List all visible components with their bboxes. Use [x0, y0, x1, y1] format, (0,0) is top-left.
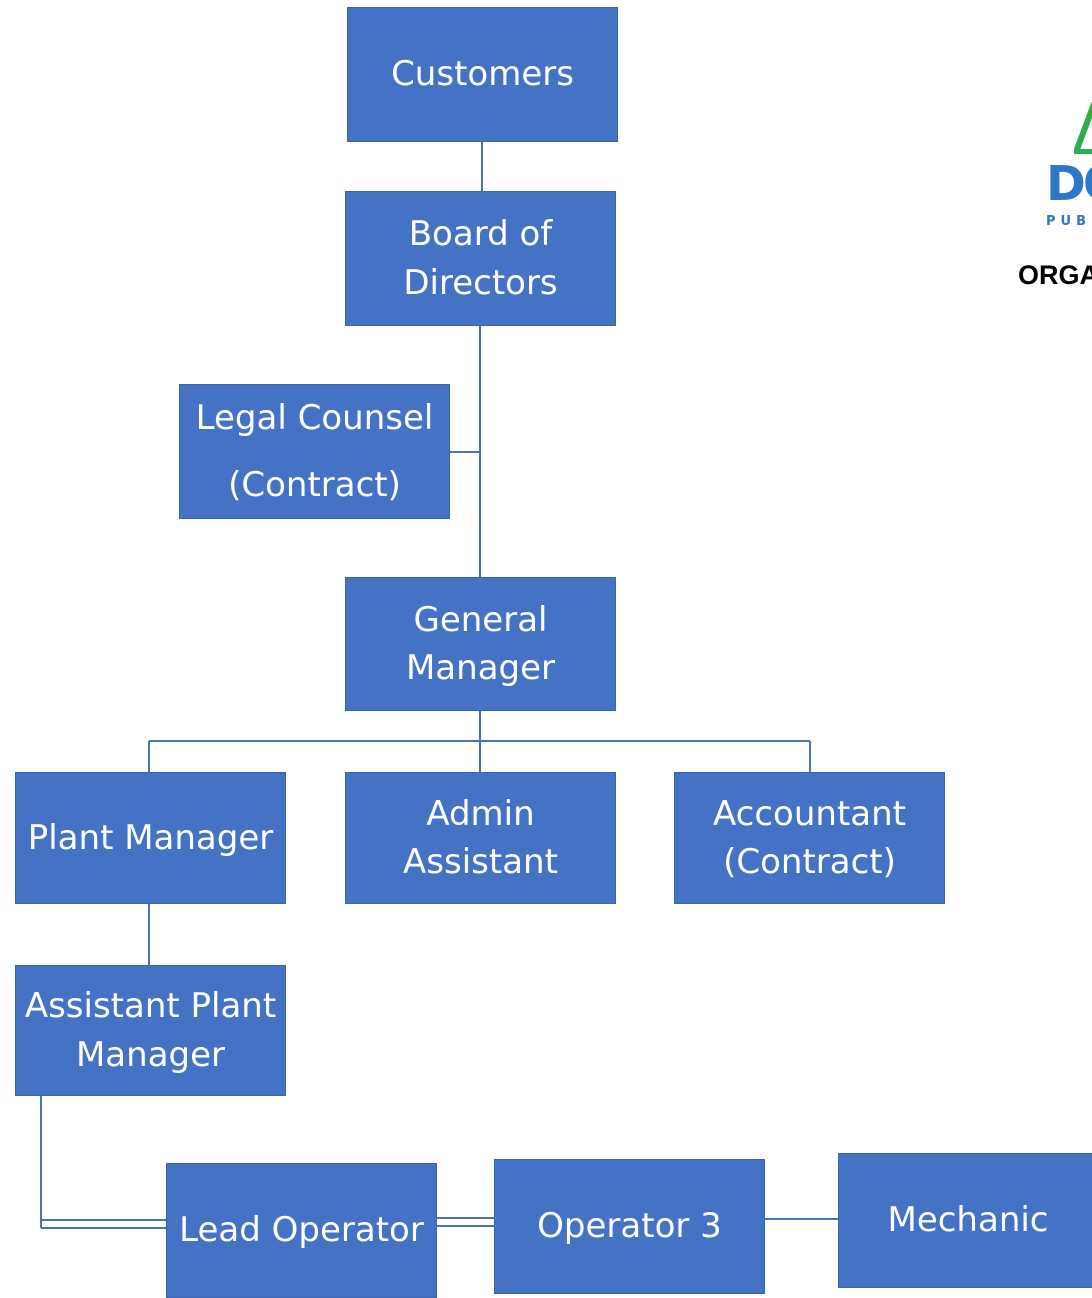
node-operator-3: Operator 3 — [494, 1159, 765, 1294]
node-plant-manager: Plant Manager — [15, 772, 286, 904]
node-accountant: Accountant (Contract) — [674, 772, 945, 904]
triangle-logo-icon — [1074, 102, 1092, 154]
node-legal-counsel: Legal Counsel (Contract) — [179, 384, 450, 519]
node-general-manager: General Manager — [345, 577, 616, 711]
node-customers: Customers — [347, 7, 618, 142]
node-admin-assistant: Admin Assistant — [345, 772, 616, 904]
node-lead-operator: Lead Operator — [166, 1163, 437, 1298]
logo-caption: ORGA — [1018, 260, 1092, 290]
node-board-of-directors: Board of Directors — [345, 191, 616, 326]
node-mechanic: Mechanic — [838, 1153, 1092, 1288]
logo-wordmark: DO — [1046, 156, 1092, 212]
node-assistant-plant-manager: Assistant Plant Manager — [15, 965, 286, 1096]
company-logo: DO PUB ORGA — [1012, 96, 1092, 306]
logo-subtitle: PUB — [1046, 214, 1091, 229]
